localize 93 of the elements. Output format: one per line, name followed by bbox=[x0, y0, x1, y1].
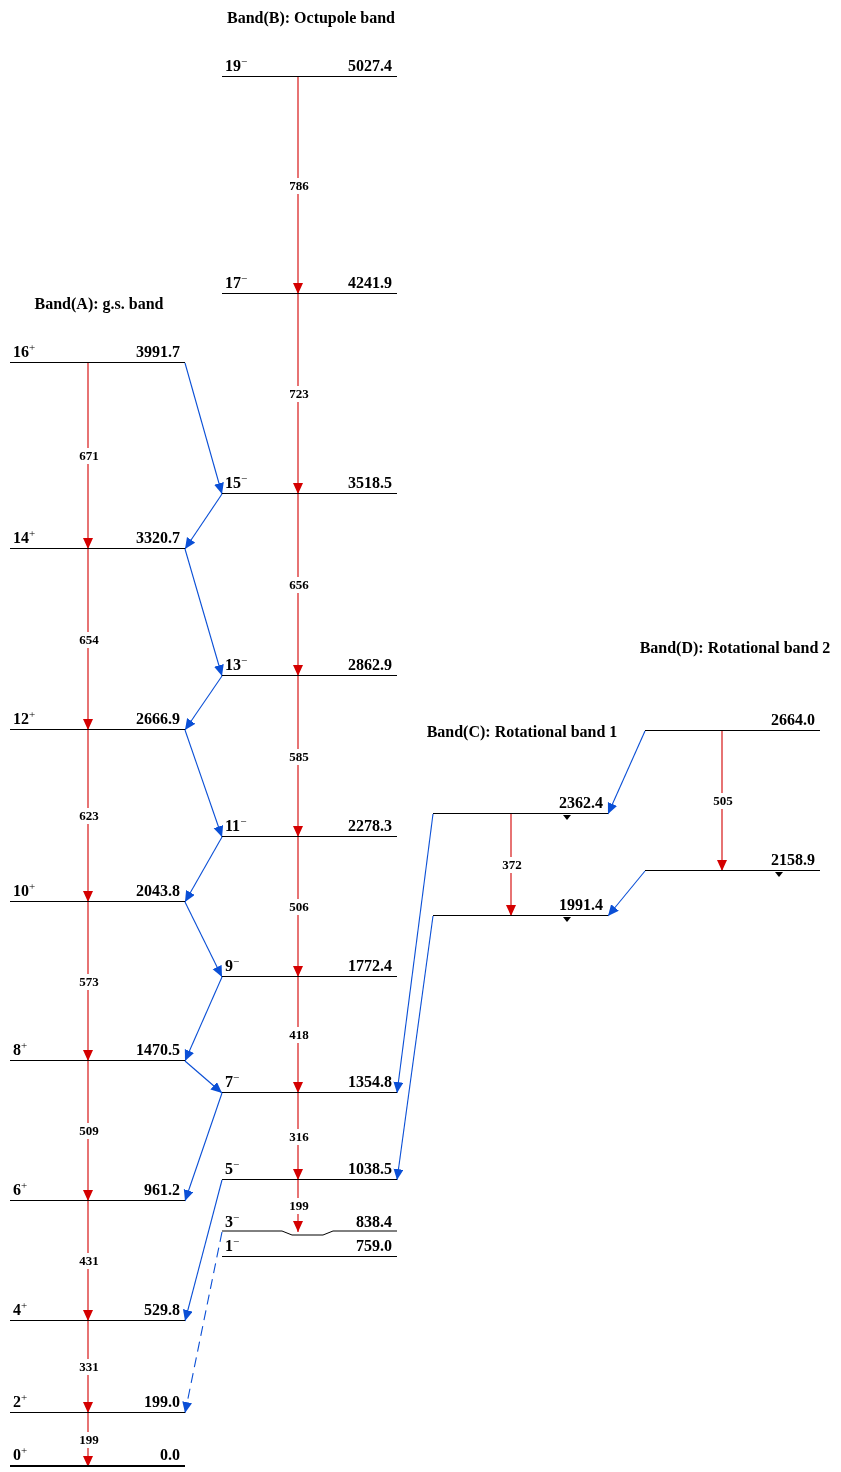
edge-label: 199 bbox=[78, 1432, 100, 1448]
edge-label: 623 bbox=[78, 808, 100, 824]
energy-label: 2362.4 bbox=[559, 794, 603, 812]
linking-transition-arrow bbox=[184, 901, 223, 978]
energy-label: 2666.9 bbox=[136, 710, 180, 728]
transition-arrow bbox=[293, 836, 303, 978]
energy-label: 1354.8 bbox=[348, 1073, 392, 1091]
linking-transition-arrow bbox=[184, 362, 224, 495]
transition-arrow bbox=[83, 548, 93, 731]
linking-transition-arrow bbox=[184, 729, 224, 838]
energy-label: 3991.7 bbox=[136, 343, 180, 361]
energy-label: 0.0 bbox=[160, 1446, 180, 1464]
transition-arrow bbox=[717, 730, 727, 872]
edge-label: 505 bbox=[712, 793, 734, 809]
transition-arrow bbox=[506, 813, 516, 917]
transition-arrow bbox=[293, 675, 303, 838]
linking-transition-arrow bbox=[607, 730, 646, 815]
linking-transition-arrow bbox=[184, 1060, 223, 1094]
spin-parity-label: 6$^{+}$ bbox=[13, 1181, 28, 1199]
spin-parity-label: 17$^{−}$ bbox=[225, 274, 248, 292]
transition-arrow bbox=[83, 1200, 93, 1322]
edge-label: 786 bbox=[288, 177, 310, 194]
transition-arrow bbox=[293, 976, 303, 1094]
edge-label: 418 bbox=[288, 1027, 310, 1043]
band-title: Band(D): Rotational band 2 bbox=[638, 638, 832, 659]
edge-label: 654 bbox=[78, 631, 100, 648]
spin-parity-label: 14$^{+}$ bbox=[13, 529, 36, 547]
transition-arrow bbox=[83, 901, 93, 1062]
linking-transition-arrow bbox=[393, 813, 434, 1094]
linking-transition-arrow bbox=[184, 675, 223, 731]
energy-label: 1470.5 bbox=[136, 1041, 180, 1059]
transition-arrow bbox=[83, 1060, 93, 1202]
linking-transition-arrow bbox=[182, 1179, 223, 1322]
band-title: Band(C): Rotational band 1 bbox=[425, 722, 619, 743]
edge-label: 671 bbox=[78, 448, 100, 464]
energy-label: 3518.5 bbox=[348, 474, 392, 492]
linking-transition-arrow bbox=[183, 1092, 223, 1202]
spin-parity-label: 13$^{−}$ bbox=[225, 656, 248, 674]
transition-arrow bbox=[293, 1092, 303, 1181]
spin-parity-label: 8$^{+}$ bbox=[13, 1041, 28, 1059]
edge-label: 331 bbox=[78, 1359, 100, 1375]
spin-parity-label: 15$^{−}$ bbox=[225, 474, 248, 492]
spin-parity-label: 10$^{+}$ bbox=[13, 882, 36, 900]
spin-parity-label: 16$^{+}$ bbox=[13, 343, 36, 361]
edge-label: 723 bbox=[288, 386, 310, 402]
energy-label: 961.2 bbox=[144, 1181, 180, 1199]
linking-transition-arrow bbox=[184, 836, 223, 903]
edge-label: 573 bbox=[78, 973, 100, 990]
transition-arrow bbox=[293, 493, 303, 677]
linking-transition-arrow bbox=[182, 1231, 223, 1414]
edge-label: 316 bbox=[288, 1128, 310, 1145]
spin-parity-label: 7$^{−}$ bbox=[225, 1073, 240, 1091]
edge-label: 431 bbox=[78, 1253, 100, 1269]
linking-transition-arrow bbox=[184, 548, 224, 677]
linking-transition-arrow bbox=[393, 915, 434, 1181]
edge-label: 509 bbox=[78, 1123, 100, 1139]
spin-parity-label: 12$^{+}$ bbox=[13, 710, 36, 728]
linking-transition-arrow bbox=[184, 976, 223, 1062]
energy-label: 2664.0 bbox=[771, 711, 815, 729]
transition-arrow bbox=[83, 1320, 93, 1414]
spin-parity-label: 4$^{+}$ bbox=[13, 1301, 28, 1319]
transition-arrow bbox=[293, 76, 303, 295]
energy-label: 2278.3 bbox=[348, 817, 392, 835]
energy-label: 2043.8 bbox=[136, 882, 180, 900]
linking-transition-arrow bbox=[184, 493, 223, 550]
energy-label: 529.8 bbox=[144, 1301, 180, 1319]
energy-label: 1991.4 bbox=[559, 896, 603, 914]
energy-label: 759.0 bbox=[356, 1237, 392, 1255]
energy-label: 2158.9 bbox=[771, 851, 815, 869]
spin-parity-label: 1$^{−}$ bbox=[225, 1237, 240, 1255]
edge-label: 506 bbox=[288, 899, 310, 915]
energy-label: 199.0 bbox=[144, 1393, 180, 1411]
energy-label: 2862.9 bbox=[348, 656, 392, 674]
spin-parity-label: 19$^{−}$ bbox=[225, 57, 248, 75]
spin-parity-label: 0$^{+}$ bbox=[13, 1446, 28, 1464]
linking-transition-arrow bbox=[607, 870, 646, 917]
edge-label: 585 bbox=[288, 748, 310, 765]
transition-arrow bbox=[83, 362, 93, 550]
energy-label: 5027.4 bbox=[348, 57, 392, 75]
band-title: Band(A): g.s. band bbox=[33, 294, 165, 315]
band-title: Band(B): Octupole band bbox=[225, 8, 396, 29]
edge-label: 656 bbox=[288, 577, 310, 593]
energy-label: 1772.4 bbox=[348, 957, 392, 975]
edge-label: 372 bbox=[501, 857, 523, 873]
spin-parity-label: 9$^{−}$ bbox=[225, 957, 240, 975]
spin-parity-label: 2$^{+}$ bbox=[13, 1393, 28, 1411]
transition-arrow bbox=[83, 729, 93, 903]
spin-parity-label: 5$^{−}$ bbox=[225, 1160, 240, 1178]
energy-label: 3320.7 bbox=[136, 529, 180, 547]
transition-arrow bbox=[293, 293, 303, 495]
spin-parity-label: 11$^{−}$ bbox=[225, 817, 247, 835]
energy-label: 4241.9 bbox=[348, 274, 392, 292]
energy-label: 1038.5 bbox=[348, 1160, 392, 1178]
